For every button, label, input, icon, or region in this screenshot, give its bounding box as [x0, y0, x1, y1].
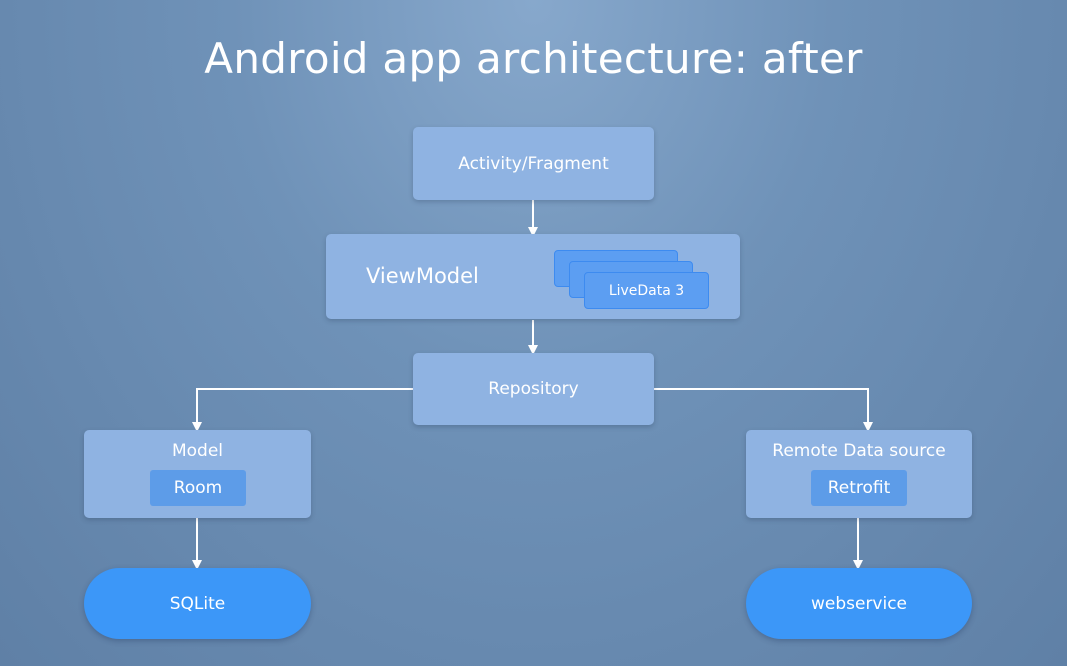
room-label: Room	[173, 478, 223, 498]
repository-box: Repository	[413, 353, 654, 425]
webservice-pill: webservice	[746, 568, 972, 639]
activity-fragment-box: Activity/Fragment	[413, 127, 654, 200]
viewmodel-box: ViewModel LiveData 3	[326, 234, 740, 319]
sqlite-pill: SQLite	[84, 568, 311, 639]
remote-data-source-label: Remote Data source	[772, 441, 946, 461]
retrofit-label: Retrofit	[827, 478, 891, 498]
sqlite-label: SQLite	[169, 593, 226, 614]
remote-data-source-box: Remote Data source Retrofit	[746, 430, 972, 518]
viewmodel-label: ViewModel	[366, 264, 479, 288]
livedata-label: LiveData 3	[608, 282, 685, 299]
model-label: Model	[171, 441, 224, 461]
arrow-repository-to-remote	[654, 388, 873, 432]
retrofit-box: Retrofit	[811, 470, 907, 506]
livedata-card-front: LiveData 3	[584, 272, 709, 309]
arrow-repository-to-model	[192, 388, 413, 432]
model-box: Model Room	[84, 430, 311, 518]
room-box: Room	[150, 470, 246, 506]
webservice-label: webservice	[810, 593, 908, 614]
page-title: Android app architecture: after	[204, 34, 863, 83]
repository-label: Repository	[488, 379, 579, 399]
activity-fragment-label: Activity/Fragment	[458, 153, 609, 174]
